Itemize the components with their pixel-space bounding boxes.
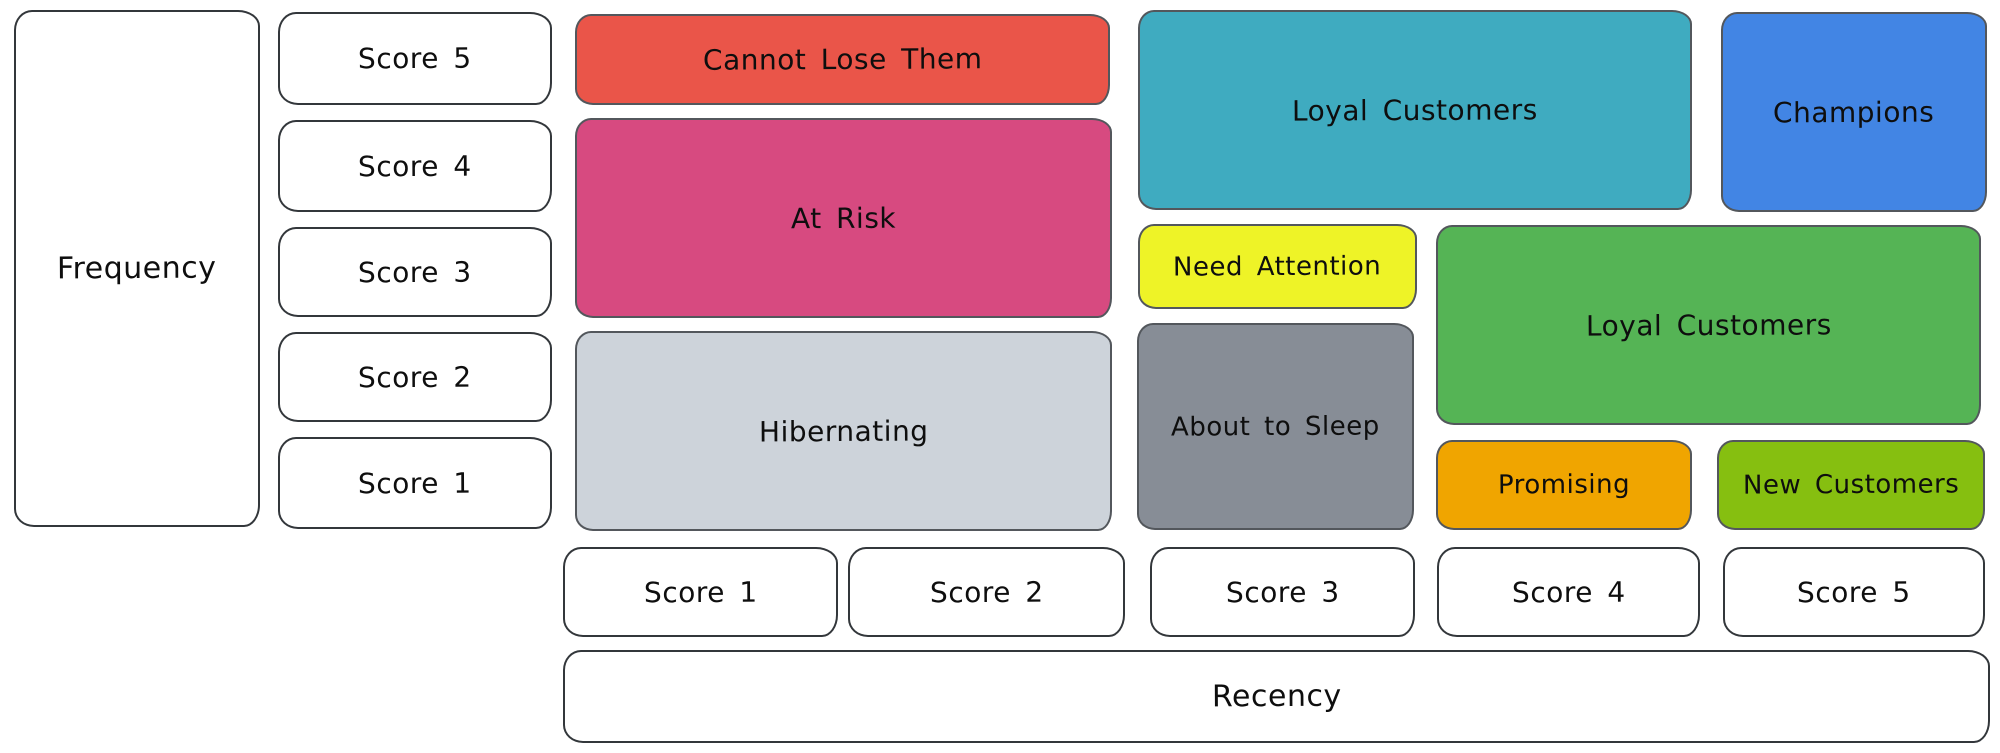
recency-axis-box: Recency [563,650,1990,743]
segment-new-customers: New Customers [1717,440,1985,530]
frequency-score-box-4: Score 4 [278,120,552,212]
segment-about-to-sleep: About to Sleep [1137,323,1414,530]
frequency-score-label: Score 3 [358,255,472,289]
segment-label: Cannot Lose Them [702,42,983,77]
frequency-score-box-3: Score 3 [278,227,552,317]
segment-label: New Customers [1742,469,1960,501]
segment-loyal-customers-mid: Loyal Customers [1436,225,1981,425]
segment-cannot-lose-them: Cannot Lose Them [575,14,1110,105]
segment-label: At Risk [790,201,897,235]
recency-score-label: Score 3 [1225,575,1340,609]
recency-score-label: Score 1 [643,575,758,609]
recency-score-box-4: Score 4 [1437,547,1700,637]
segment-label: Need Attention [1173,250,1382,283]
segment-label: About to Sleep [1171,410,1380,443]
recency-score-label: Score 2 [929,575,1044,609]
recency-score-box-2: Score 2 [848,547,1125,637]
frequency-score-box-5: Score 5 [278,12,552,105]
frequency-score-box-2: Score 2 [278,332,552,422]
segment-promising: Promising [1436,440,1692,530]
recency-score-box-3: Score 3 [1150,547,1415,637]
frequency-axis-label: Frequency [57,250,217,287]
frequency-score-box-1: Score 1 [278,437,552,529]
recency-score-label: Score 4 [1511,575,1626,609]
segment-label: Loyal Customers [1585,307,1832,343]
frequency-score-label: Score 2 [358,360,472,394]
frequency-score-label: Score 4 [358,149,472,183]
segment-need-attention: Need Attention [1138,224,1417,309]
recency-score-box-5: Score 5 [1723,547,1985,637]
segment-at-risk: At Risk [575,118,1112,318]
segment-loyal-customers-top: Loyal Customers [1138,10,1692,210]
recency-score-box-1: Score 1 [563,547,838,637]
segment-label: Loyal Customers [1292,92,1538,128]
segment-label: Promising [1497,469,1631,501]
frequency-score-label: Score 1 [358,466,472,500]
segment-hibernating: Hibernating [575,331,1112,531]
frequency-axis-box: Frequency [14,10,260,527]
segment-champions: Champions [1721,12,1987,212]
recency-axis-label: Recency [1211,678,1342,715]
segment-label: Champions [1773,95,1935,129]
segment-label: Hibernating [758,414,929,448]
frequency-score-label: Score 5 [358,41,472,76]
recency-score-label: Score 5 [1797,575,1911,609]
